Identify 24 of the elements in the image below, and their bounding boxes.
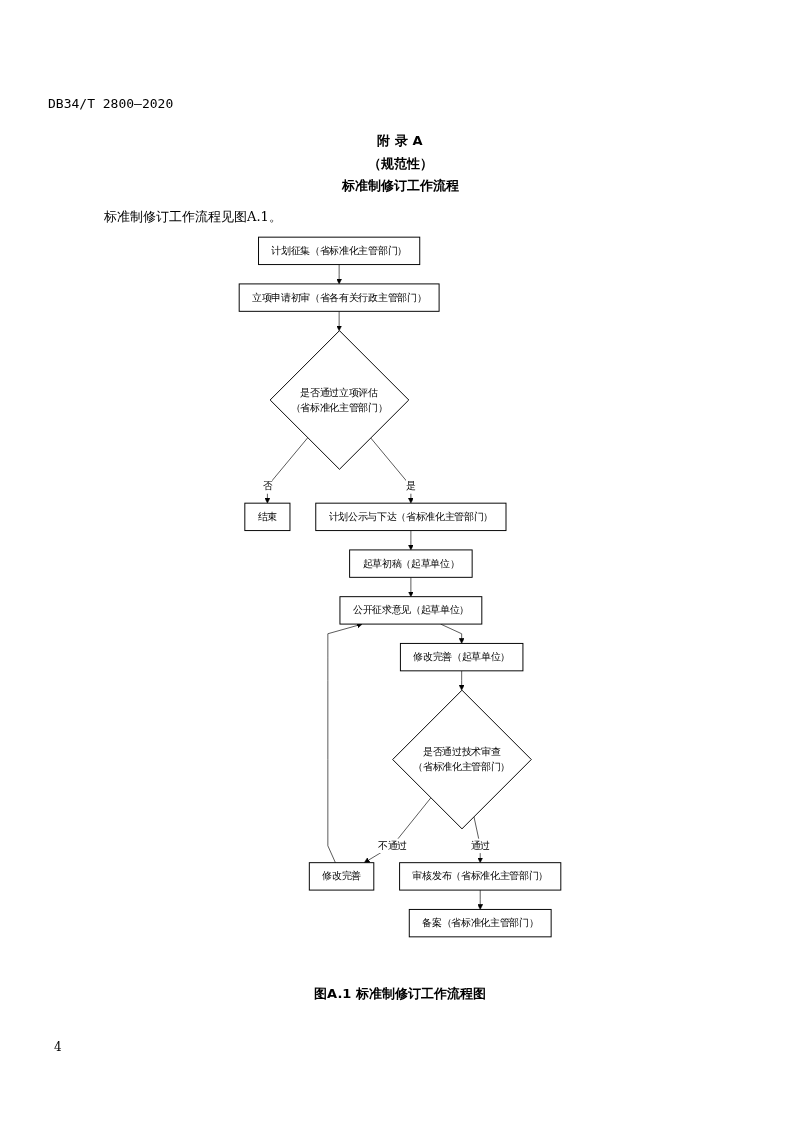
edge-label: 否 xyxy=(262,480,273,492)
annex-heading: 附 录 A xyxy=(376,132,424,150)
edge-label: 通过 xyxy=(470,839,490,852)
annex-title: 标准制修订工作流程 xyxy=(340,177,460,195)
node-box xyxy=(399,642,524,672)
node-box xyxy=(339,596,483,625)
flowchart: 否 是 不通过 通过 计划征集（省标准化主管部门） 立项申请初审（省各有关行政主管部门） 是否通过立项评估 （省标准化主管部门） 结束 计划公示与下达（省标准化主管部门） 起草初稿（起草单位） 公开征求意见（起草单位） 修改完善（起草单位） 是否通过技术审查 （省标准化主管部门） 修改完善 审核发布（省标准化主管部门） 备案（省标准化主管部门） xyxy=(60,232,740,942)
node-box xyxy=(408,908,552,938)
node-box xyxy=(308,862,375,891)
annex-type: （规范性） xyxy=(366,155,434,173)
node-diamond xyxy=(269,330,410,470)
node-box xyxy=(258,236,421,266)
page-number: 4 xyxy=(54,1040,62,1054)
node-box xyxy=(244,502,291,532)
edge-label: 不通过 xyxy=(377,839,407,852)
document-code: DB34/T 2800—2020 xyxy=(48,96,174,111)
figure-caption: 图A.1 标准制修订工作流程图 xyxy=(313,985,487,1003)
node-box xyxy=(349,549,473,578)
intro-sentence: 标准制修订工作流程见图A.1。 xyxy=(104,208,282,226)
node-box xyxy=(238,283,440,312)
node-box xyxy=(399,862,562,891)
node-diamond xyxy=(392,689,532,830)
edge-label: 是 xyxy=(406,480,416,492)
node-box xyxy=(315,502,507,532)
